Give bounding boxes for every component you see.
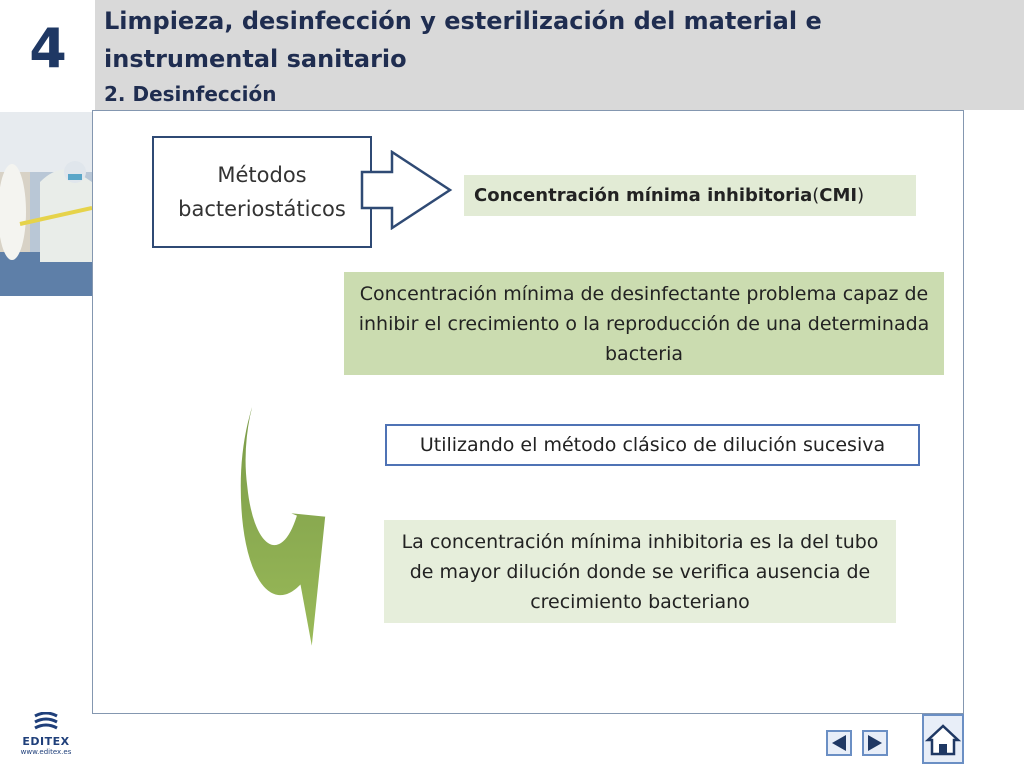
header-band bbox=[95, 0, 1024, 110]
cmi-paren-close: ) bbox=[857, 185, 865, 206]
cmi-acronym: CMI bbox=[819, 185, 858, 206]
editex-logo-icon bbox=[34, 711, 58, 730]
triangle-right-icon bbox=[868, 735, 882, 751]
home-button[interactable] bbox=[922, 714, 964, 764]
editex-logo: EDITEX www.editex.es bbox=[14, 711, 78, 762]
section-subtitle: 2. Desinfección bbox=[104, 82, 277, 106]
home-icon bbox=[924, 724, 962, 756]
curved-arrow-icon bbox=[240, 317, 329, 652]
page-title: Limpieza, desinfección y esterilización … bbox=[104, 7, 822, 73]
cmi-term: Concentración mínima inhibitoria bbox=[474, 185, 813, 206]
cmi-box: Concentración mínima inhibitoria (CMI) bbox=[464, 175, 916, 216]
definition-box: Concentración mínima de desinfectante pr… bbox=[344, 272, 944, 375]
triangle-left-icon bbox=[832, 735, 846, 751]
logo-url: www.editex.es bbox=[20, 748, 72, 756]
previous-slide-button[interactable] bbox=[826, 730, 852, 756]
cmi-paren-open: ( bbox=[812, 185, 820, 206]
header-photo bbox=[0, 112, 92, 296]
conclusion-box: La concentración mínima inhibitoria es l… bbox=[384, 520, 896, 623]
method-box: Utilizando el método clásico de dilución… bbox=[385, 424, 920, 466]
next-slide-button[interactable] bbox=[862, 730, 888, 756]
logo-text: EDITEX bbox=[22, 735, 70, 748]
metodos-bacteriostaticos-box: Métodos bacteriostáticos bbox=[152, 136, 372, 248]
chapter-number: 4 bbox=[29, 17, 67, 80]
right-arrow-icon bbox=[360, 150, 453, 230]
